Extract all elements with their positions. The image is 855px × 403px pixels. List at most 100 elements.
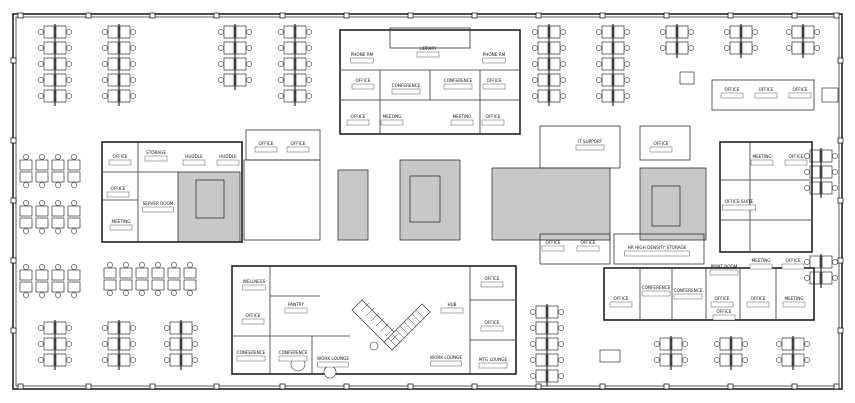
workstation-pod — [218, 24, 252, 90]
room-label-office-b2: OFFICE — [480, 276, 504, 288]
room-label-phone-rm-right: PHONE RM — [482, 52, 506, 64]
svg-text:OFFICE: OFFICE — [759, 87, 774, 92]
room-label-meeting-l: MEETING — [109, 219, 133, 231]
svg-text:PRINT ROOM: PRINT ROOM — [711, 264, 738, 269]
svg-text:OFFICE: OFFICE — [654, 141, 669, 146]
workstation-pod — [278, 24, 312, 106]
room-label-office-r2: OFFICE — [784, 154, 808, 166]
svg-text:PHONE RM: PHONE RM — [351, 52, 374, 57]
workstation-pod — [38, 24, 72, 106]
svg-text:MEETING: MEETING — [751, 258, 770, 263]
svg-text:OFFICE: OFFICE — [546, 240, 561, 245]
svg-text:OFFICE: OFFICE — [793, 87, 808, 92]
room-label-office-r1: OFFICE — [649, 141, 673, 153]
svg-text:OFFICE: OFFICE — [351, 114, 366, 119]
room-label-office-l2: OFFICE — [254, 141, 278, 153]
room-label-office-tr1: OFFICE — [720, 87, 744, 99]
room-label-office-l4: OFFICE — [106, 186, 130, 198]
workstation-pod — [596, 24, 630, 106]
svg-text:OFFICE: OFFICE — [291, 141, 306, 146]
svg-text:CONFERENCE: CONFERENCE — [642, 285, 671, 290]
room-label-office-b3: OFFICE — [480, 320, 504, 332]
workstation-pod — [776, 336, 810, 370]
room-label-office-tc4: OFFICE — [481, 114, 505, 126]
svg-text:OFFICE: OFFICE — [111, 186, 126, 191]
svg-text:HUDDLE: HUDDLE — [219, 154, 237, 159]
building-core — [177, 159, 707, 243]
svg-text:OFFICE: OFFICE — [113, 154, 128, 159]
svg-text:OFFICE SUITE: OFFICE SUITE — [725, 199, 754, 204]
svg-text:PANTRY: PANTRY — [288, 302, 304, 307]
svg-text:MEETING: MEETING — [784, 296, 803, 301]
svg-text:CONFERENCE: CONFERENCE — [444, 78, 473, 83]
room-label-office-l3: OFFICE — [286, 141, 310, 153]
room-label-huddle-2: HUDDLE — [216, 154, 240, 166]
room-label-conference-tc2: CONFERENCE — [444, 78, 473, 90]
svg-text:OFFICE: OFFICE — [581, 240, 596, 245]
room-label-office-r6: OFFICE — [609, 296, 633, 308]
room-label-work-lounge: WORK LOUNGE — [317, 356, 349, 368]
svg-text:WELLNESS: WELLNESS — [243, 279, 266, 284]
workstation-pod — [19, 264, 81, 298]
room-label-office-b1: OFFICE — [241, 313, 265, 325]
room-label-library: LIBRARY — [416, 46, 440, 58]
workstation-pod — [530, 304, 564, 386]
svg-text:OFFICE: OFFICE — [614, 296, 629, 301]
svg-text:OFFICE: OFFICE — [486, 114, 501, 119]
svg-text:OFFICE: OFFICE — [356, 78, 371, 83]
svg-text:HUDDLE: HUDDLE — [185, 154, 203, 159]
room-label-meeting-r3: MEETING — [782, 296, 806, 308]
svg-text:OFFICE: OFFICE — [485, 276, 500, 281]
room-label-hub: HUB — [440, 302, 464, 314]
svg-text:SERVER ROOM: SERVER ROOM — [143, 201, 174, 206]
room-label-work-lounge-2: WORK LOUNGE — [430, 355, 462, 367]
workstation-pod — [103, 262, 197, 296]
room-label-mtg-lounge: MTG LOUNGE — [478, 357, 508, 369]
workstation-pod — [714, 336, 748, 370]
room-label-pantry: PANTRY — [284, 302, 308, 314]
room-label-meeting-tc2: MEETING — [450, 114, 474, 126]
room-label-meeting-tc1: MEETING — [380, 114, 404, 126]
core-service-right — [491, 167, 611, 241]
workstation-pod — [804, 254, 838, 288]
workstation-pod — [654, 336, 688, 370]
workstation-clusters — [19, 24, 838, 386]
room-label-office-l1: OFFICE — [108, 154, 132, 166]
room-label-huddle-1: HUDDLE — [182, 154, 206, 166]
room-label-office-tc3: OFFICE — [346, 114, 370, 126]
svg-text:OFFICE: OFFICE — [485, 320, 500, 325]
room-label-phone-rm-left: PHONE RM — [350, 52, 374, 64]
svg-text:OFFICE: OFFICE — [246, 313, 261, 318]
svg-text:OFFICE: OFFICE — [717, 309, 732, 314]
svg-text:STORAGE: STORAGE — [146, 150, 166, 155]
room-label-conference-b2: CONFERENCE — [279, 350, 308, 362]
workstation-pod — [19, 154, 81, 188]
room-label-meeting-r2: MEETING — [749, 258, 773, 270]
room-label-conference-b1: CONFERENCE — [237, 350, 266, 362]
workstation-pod — [724, 24, 758, 58]
room-label-it-support: IT SUPPORT — [575, 139, 605, 151]
room-label-wellness: WELLNESS — [242, 279, 266, 291]
workstation-pod — [532, 24, 566, 106]
room-label-office-r3: OFFICE — [541, 240, 565, 252]
svg-text:OFFICE: OFFICE — [725, 87, 740, 92]
svg-text:OFFICE: OFFICE — [786, 258, 801, 263]
svg-text:MEETING: MEETING — [452, 114, 471, 119]
room-label-office-tr3: OFFICE — [788, 87, 812, 99]
svg-text:OFFICE: OFFICE — [751, 296, 766, 301]
svg-text:MEETING: MEETING — [752, 154, 771, 159]
svg-text:CONFERENCE: CONFERENCE — [674, 288, 703, 293]
svg-text:MTG LOUNGE: MTG LOUNGE — [479, 357, 508, 362]
room-label-office-r8: OFFICE — [746, 296, 770, 308]
room-label-office-r7: OFFICE — [710, 296, 734, 308]
room-label-office-r4: OFFICE — [576, 240, 600, 252]
core-stair-right — [639, 167, 707, 241]
room-label-office-tr2: OFFICE — [754, 87, 778, 99]
workstation-pod — [102, 24, 136, 106]
svg-text:WORK LOUNGE: WORK LOUNGE — [317, 356, 349, 361]
svg-text:HUB: HUB — [447, 302, 456, 307]
svg-text:MEETING: MEETING — [382, 114, 401, 119]
svg-text:CONFERENCE: CONFERENCE — [237, 350, 266, 355]
